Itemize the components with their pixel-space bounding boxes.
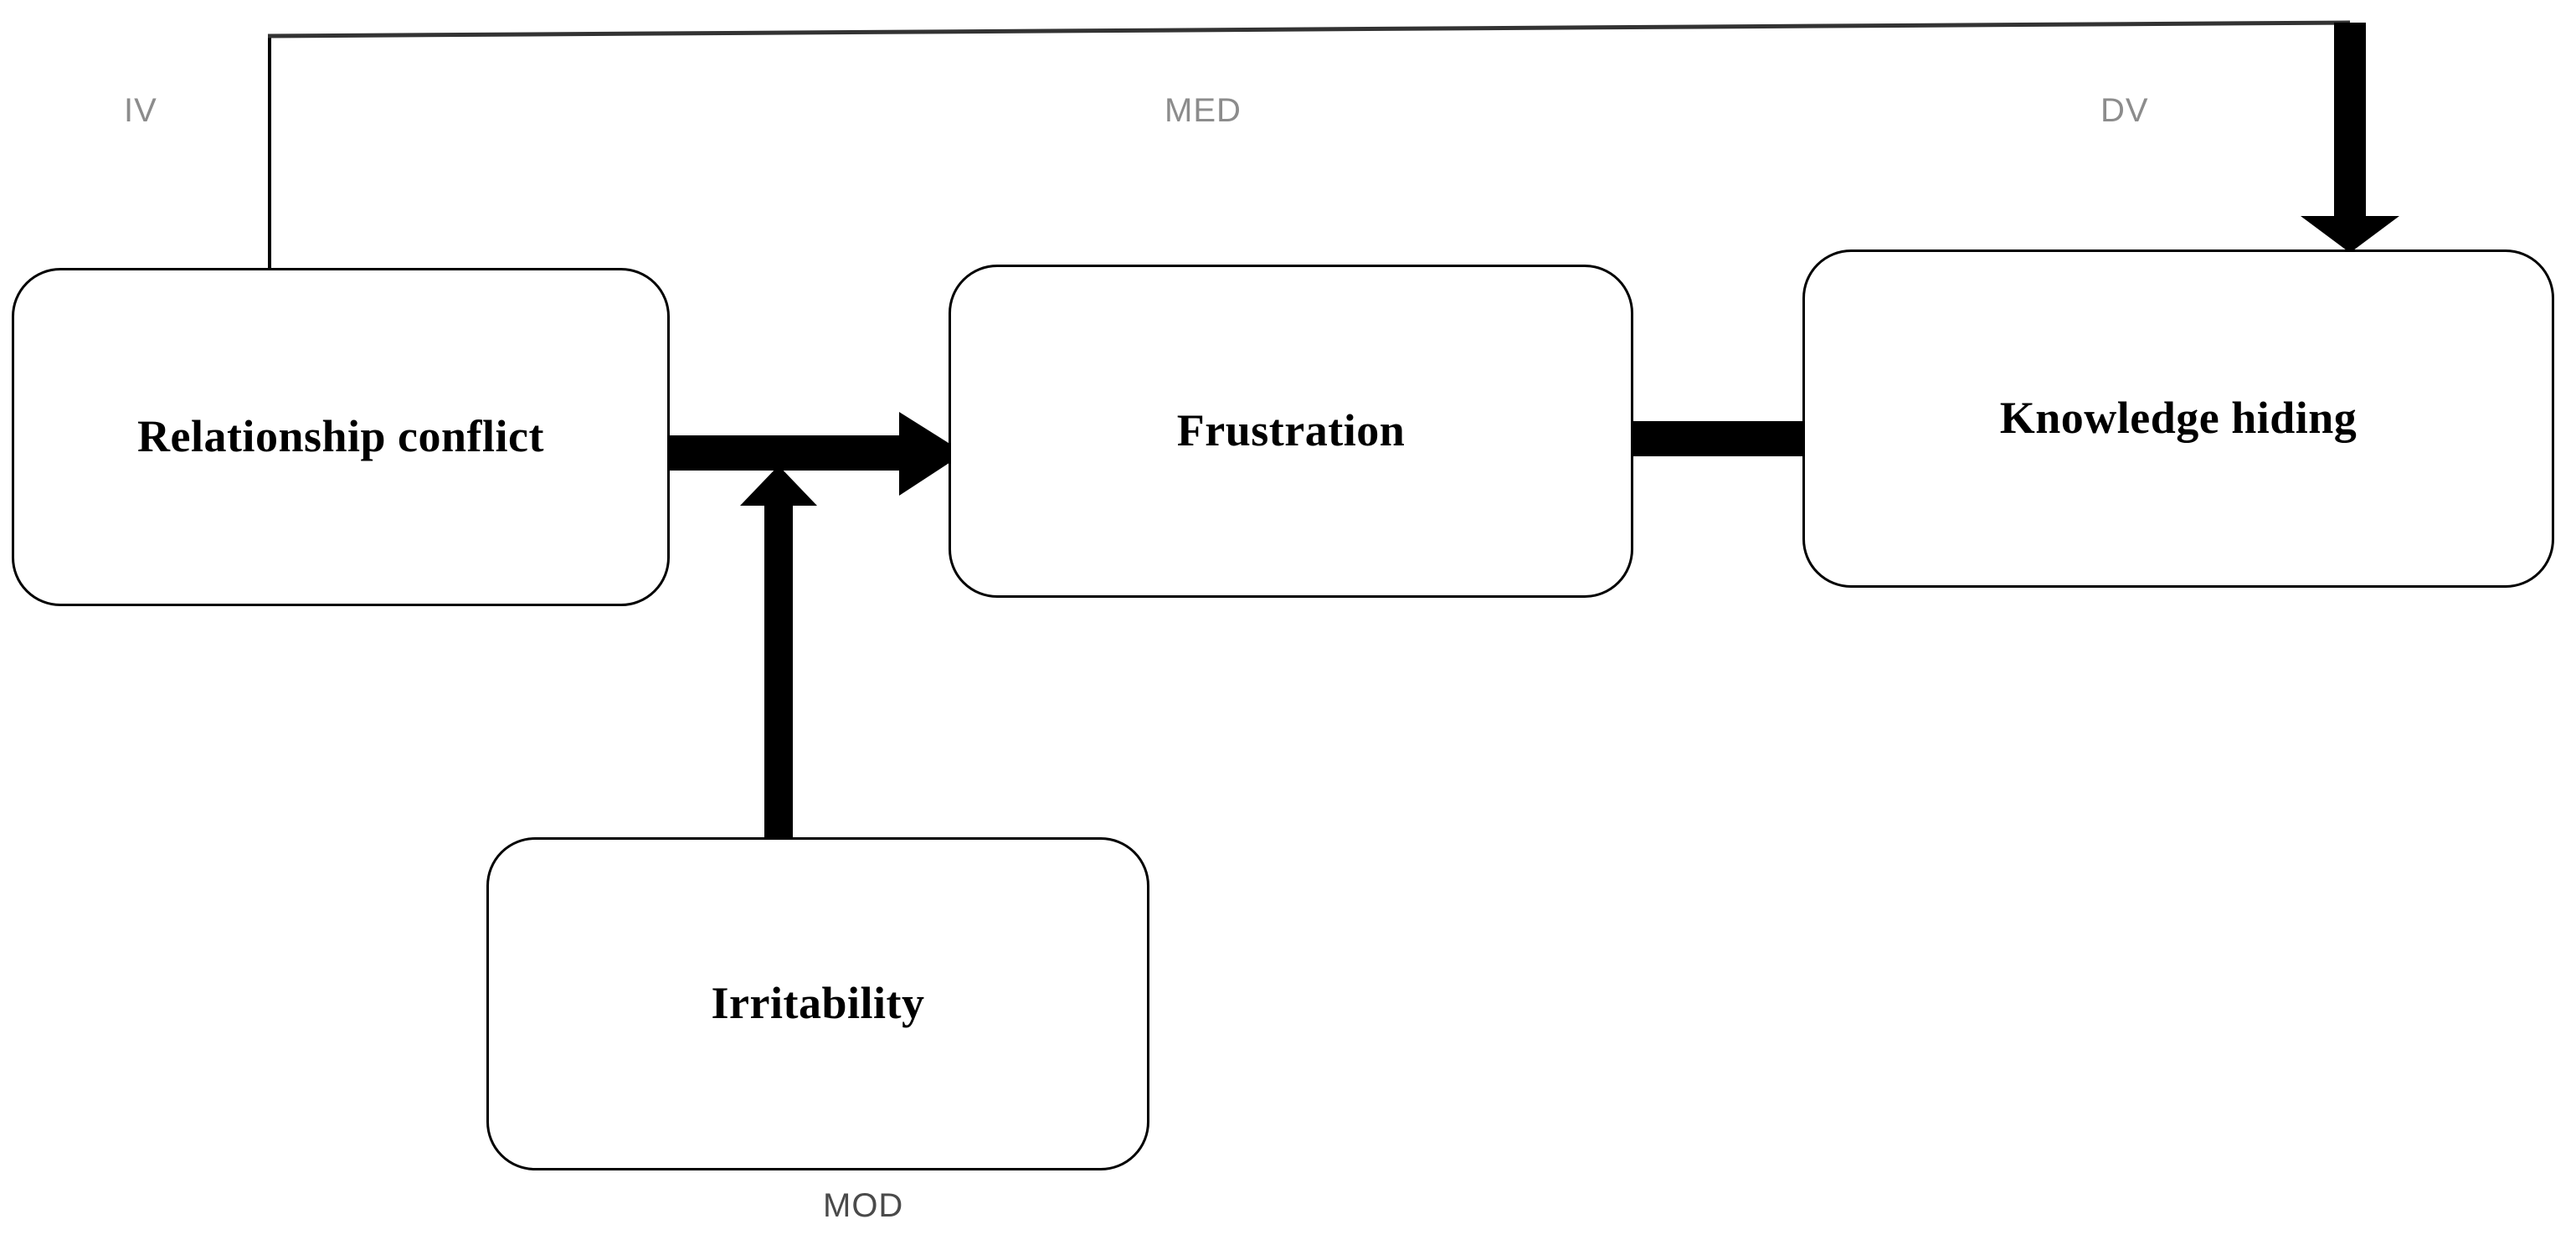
node-knowledge-hiding[interactable]: Knowledge hiding xyxy=(1802,249,2554,588)
role-label-dv: DV xyxy=(2100,92,2149,129)
node-relationship-conflict-label: Relationship conflict xyxy=(136,411,544,462)
role-label-mod: MOD xyxy=(823,1187,904,1224)
edge-irritability-to-path xyxy=(740,466,817,839)
node-irritability[interactable]: Irritability xyxy=(486,837,1149,1170)
edge-relationship-conflict-to-knowledge-hiding xyxy=(267,20,2399,270)
role-label-med: MED xyxy=(1165,92,1242,129)
node-knowledge-hiding-label: Knowledge hiding xyxy=(1999,393,2357,444)
node-frustration[interactable]: Frustration xyxy=(949,265,1633,598)
role-label-iv: IV xyxy=(124,92,157,129)
edge-relationship-conflict-to-frustration xyxy=(668,412,964,496)
node-relationship-conflict[interactable]: Relationship conflict xyxy=(12,268,670,606)
node-irritability-label: Irritability xyxy=(711,978,925,1029)
node-frustration-label: Frustration xyxy=(1176,405,1406,456)
